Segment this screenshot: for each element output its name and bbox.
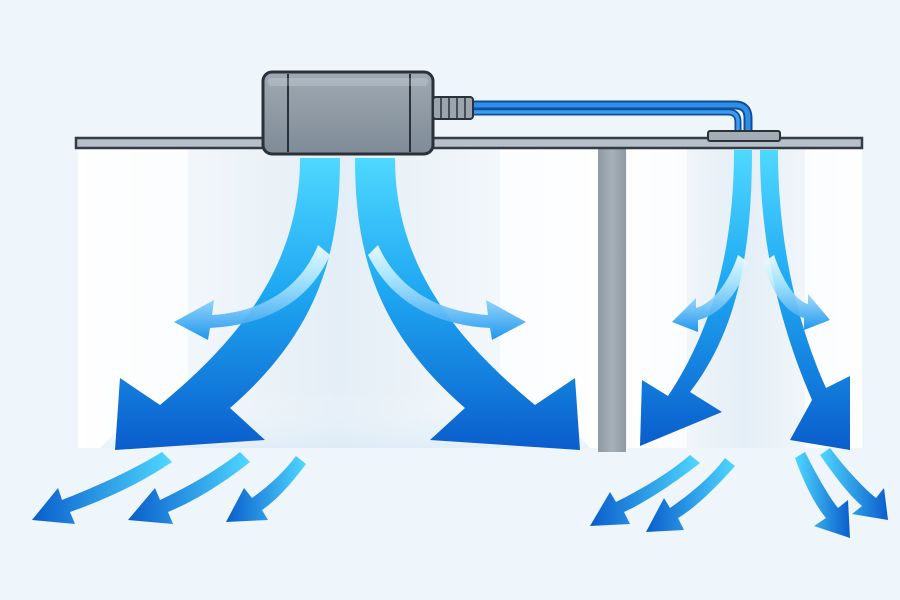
refrigerant-pipe-icon (465, 100, 753, 138)
partition-column (598, 146, 626, 452)
floor-airflow-arrow (820, 448, 888, 520)
airflow-arrow (368, 245, 526, 340)
floor-airflow-arrow (795, 452, 850, 538)
floor-airflow-arrow (590, 455, 700, 526)
floor-airflow-arrow (128, 452, 250, 524)
airflow-arrow (672, 255, 748, 332)
airflow-arrow (115, 158, 340, 450)
ceiling-slab (74, 136, 864, 150)
airflow-arrow (174, 245, 330, 340)
ducted-air-handler-icon (261, 70, 474, 156)
floor-airflow-arrow (226, 456, 306, 522)
airflow-arrow (764, 255, 830, 330)
airflow-arrow (355, 158, 580, 450)
airflow-arrow (760, 150, 850, 450)
pipe-connector-icon (432, 96, 474, 120)
floor-airflow-arrow (646, 458, 735, 532)
floor-airflow-arrow (32, 452, 172, 524)
ceiling-diffuser-icon (707, 130, 781, 142)
